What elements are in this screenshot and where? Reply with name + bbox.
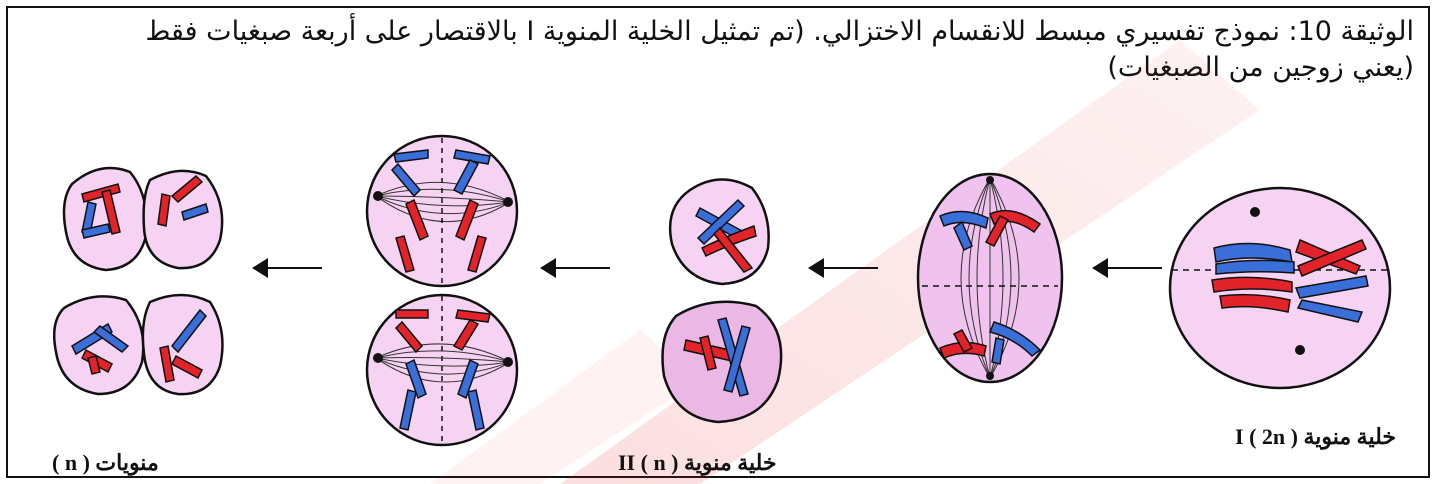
arrow-2-left (808, 258, 878, 278)
anaphase-1-cell (916, 172, 1064, 384)
arrow-4-left (252, 258, 322, 278)
spermatocyte-2-top-cell (668, 178, 770, 286)
anaphase-2-top-cell (365, 134, 519, 288)
label-spermatocyte-1: خلية منوية I ( 2n ) (1235, 424, 1396, 449)
spermatids-top-group (62, 166, 224, 272)
arrow-3-left (540, 258, 610, 278)
arrow-1-left (1092, 258, 1162, 278)
spermatids-bottom-group (53, 293, 224, 396)
caption-line-1: الوثيقة 10: نموذج تفسيري مبسط للانقسام ا… (145, 16, 1414, 47)
label-spermatocyte-2: خلية منوية II ( n ) (618, 450, 777, 475)
document-frame (6, 6, 1430, 478)
anaphase-2-bottom-cell (365, 293, 519, 447)
spermatocyte-2-bottom-cell (661, 300, 783, 424)
spermatocyte-1-cell (1168, 186, 1392, 390)
label-spermatids: منويات ( n ) (52, 450, 159, 475)
